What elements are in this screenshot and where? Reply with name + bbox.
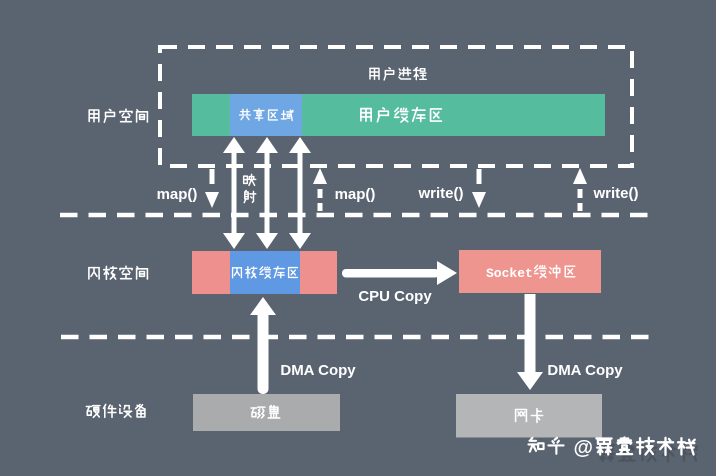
svg-text:Socket: Socket (486, 266, 533, 281)
svg-text:map(): map() (157, 186, 198, 203)
svg-text:map(): map() (335, 186, 376, 203)
svg-text:DMA Copy: DMA Copy (280, 362, 356, 379)
svg-text:@: @ (574, 437, 594, 459)
svg-text:CPU Copy: CPU Copy (358, 288, 432, 305)
svg-text:write(): write() (593, 185, 639, 202)
svg-text:DMA Copy: DMA Copy (547, 362, 623, 379)
svg-text:write(): write() (418, 185, 464, 202)
